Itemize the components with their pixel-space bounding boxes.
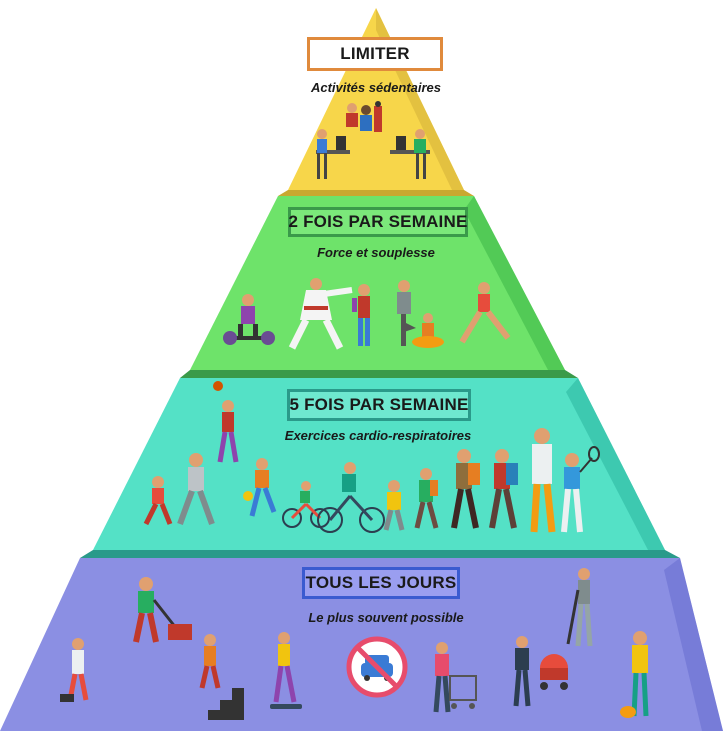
basketball-player-icon — [213, 381, 239, 463]
hiker-icon — [414, 468, 439, 529]
tier-limiter-subtitle: Activités sédentaires — [310, 80, 442, 95]
tier-cardio-ledge — [80, 550, 680, 558]
stairs-climber-icon — [196, 634, 244, 720]
yoga-tree-pose-icon — [397, 280, 416, 346]
tier-daily-subtitle: Le plus souvent possible — [308, 610, 464, 625]
no-car-icon — [346, 636, 408, 698]
hiker-icon-2 — [489, 449, 518, 529]
walking-adult-icon — [530, 428, 556, 533]
tier-daily-title: TOUS LES JOURS — [302, 567, 460, 599]
tier-strength-ledge — [180, 370, 578, 378]
dumbbell-icon — [352, 284, 370, 346]
tier-limiter-bg — [288, 8, 464, 190]
tier-cardio-title: 5 FOIS PAR SEMAINE — [287, 389, 471, 421]
stroller-icon — [513, 636, 568, 707]
soccer-player-icon — [243, 458, 277, 517]
weightlifter-icon — [223, 294, 275, 345]
tier-limiter-ledge — [278, 190, 474, 196]
sweeping-icon — [566, 568, 593, 647]
karate-icon — [288, 278, 353, 350]
cyclist-icon — [317, 462, 385, 533]
skateboarder-icon — [270, 632, 302, 709]
shopping-cart-icon — [433, 642, 477, 713]
person-at-computer-icon — [316, 129, 350, 179]
tier-strength-subtitle: Force et souplesse — [317, 245, 435, 260]
tier-strength-title: 2 FOIS PAR SEMAINE — [288, 207, 468, 237]
hiker-child-icon — [383, 480, 405, 531]
tennis-player-icon — [561, 446, 600, 533]
lawn-mower-icon — [133, 577, 192, 643]
vacuum-cleaner-icon — [620, 631, 649, 718]
running-child-icon — [143, 476, 173, 526]
tier-limiter-title: LIMITER — [307, 37, 443, 71]
runner-icon — [177, 453, 215, 526]
tier-cardio-subtitle: Exercices cardio-respiratoires — [284, 428, 472, 443]
seated-people-icon — [346, 101, 382, 132]
person-at-desk-icon — [390, 129, 430, 179]
tier-cardio-bg — [93, 378, 665, 550]
meditation-icon — [412, 313, 444, 348]
hiker-backpack-icon — [451, 449, 480, 529]
dog-walker-icon — [60, 638, 89, 702]
lunge-stretch-icon — [459, 282, 511, 344]
